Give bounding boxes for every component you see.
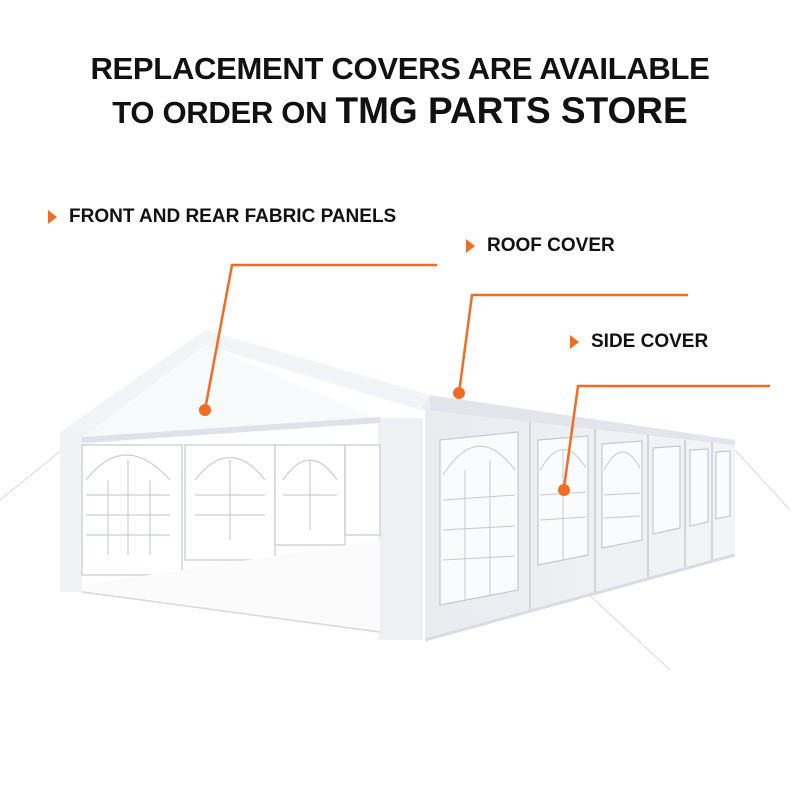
store-name: TMG PARTS STORE	[335, 90, 688, 131]
callout-roof-cover: ROOF COVER	[466, 235, 615, 257]
headline-line-2: TO ORDER ON TMG PARTS STORE	[0, 90, 800, 134]
callout-label: ROOF COVER	[487, 235, 615, 256]
callout-side-cover: SIDE COVER	[570, 331, 708, 353]
triangle-arrow-icon	[48, 210, 57, 224]
callout-label: SIDE COVER	[591, 331, 709, 352]
callout-label: FRONT AND REAR FABRIC PANELS	[69, 206, 397, 227]
roof-cover-marker-dot	[453, 387, 465, 399]
triangle-arrow-icon	[570, 335, 579, 349]
side-cover-marker-dot	[558, 484, 570, 496]
headline-prefix: TO ORDER ON	[112, 95, 336, 130]
front-panel-marker-dot	[199, 404, 211, 416]
callout-front-rear-panels: FRONT AND REAR FABRIC PANELS	[48, 206, 396, 228]
triangle-arrow-icon	[466, 239, 475, 253]
headline: REPLACEMENT COVERS ARE AVAILABLE TO ORDE…	[0, 48, 800, 134]
headline-line-1: REPLACEMENT COVERS ARE AVAILABLE	[90, 51, 710, 86]
